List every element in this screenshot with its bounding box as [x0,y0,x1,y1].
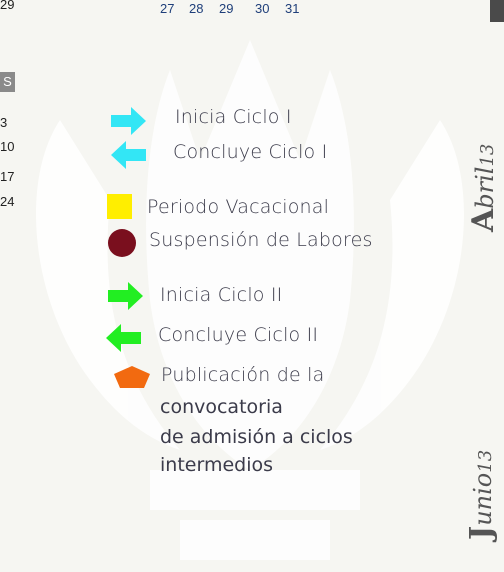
legend-note-line: convocatoria [160,396,283,418]
edge-mark [490,0,504,22]
legend-label: Inicia Ciclo II [160,284,283,306]
pentagon-icon [114,366,150,388]
day-number: 31 [285,1,300,16]
legend-label: Publicación de la [161,364,325,386]
arrow-left-icon [106,324,141,352]
top-left-number: 29 [0,0,15,12]
column-value: 24 [0,194,15,209]
day-number: 28 [189,1,204,16]
month-rest: unio [469,472,497,526]
legend-note-line: de admisión a ciclos [160,426,353,448]
legend-label: Periodo Vacacional [147,196,330,218]
legend-label: Concluye Ciclo II [158,324,319,346]
month-title-april: Abril13 [466,144,501,232]
column-value: 10 [0,139,15,154]
day-number: 27 [160,1,175,16]
column-value: 3 [0,115,8,130]
legend-label: Inicia Ciclo I [175,106,292,128]
legend-label: Suspensión de Labores [149,229,373,251]
month-rest: bril [471,166,499,209]
legend-note-line: intermedios [160,454,273,476]
day-number: 30 [255,1,270,16]
circle-icon [108,229,136,257]
month-initial: J [464,525,499,540]
month-title-june: Junio13 [464,450,499,540]
arrow-left-icon [111,141,146,169]
arrow-right-icon [111,107,146,135]
legend-label: Concluye Ciclo I [173,141,328,163]
month-year: 13 [477,143,498,167]
month-year: 13 [475,449,496,473]
column-header: S [0,72,15,92]
arrow-right-icon [108,282,143,310]
column-value: 17 [0,169,15,184]
square-icon [107,194,132,219]
month-initial: A [466,208,501,232]
day-number: 29 [219,1,234,16]
